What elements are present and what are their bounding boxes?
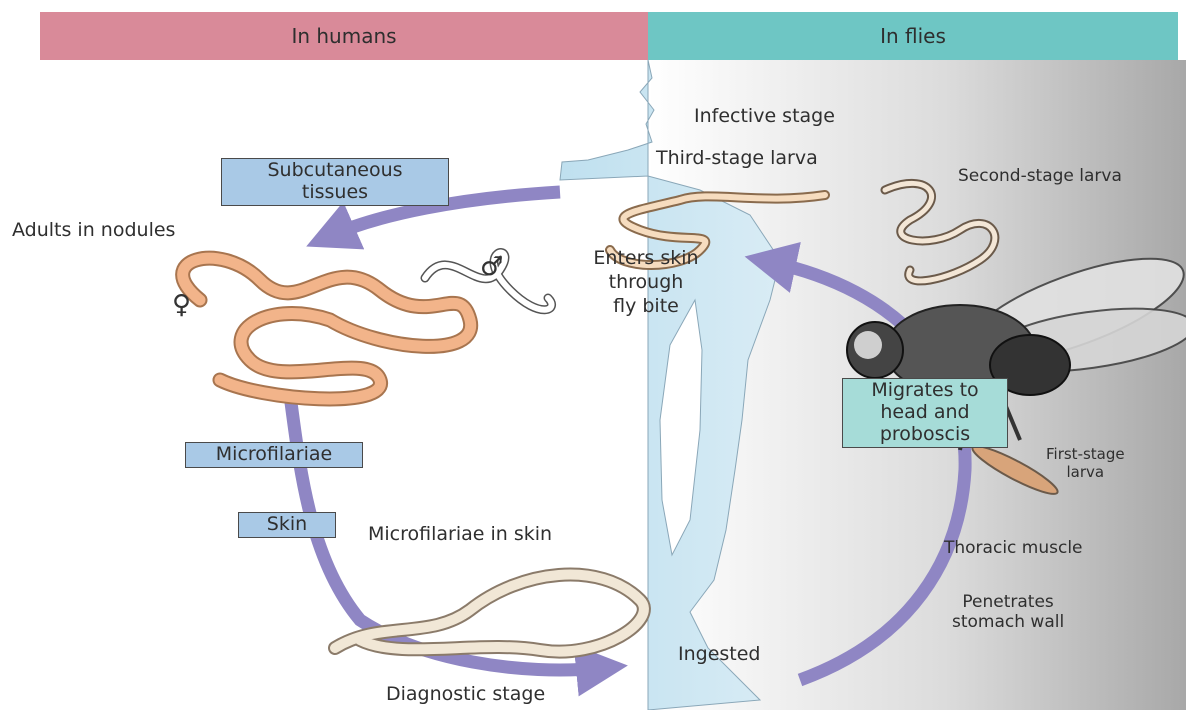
label-penetrates-stomach-wall: Penetrates stomach wall: [952, 592, 1064, 632]
label-adults-in-nodules: Adults in nodules: [12, 218, 175, 242]
header-in-humans: In humans: [40, 12, 648, 60]
label-enters-skin: Enters skin through fly bite: [586, 246, 706, 318]
label-second-stage-larva: Second-stage larva: [958, 164, 1122, 188]
migrates-line-3: proboscis: [843, 423, 1007, 445]
subcutaneous-line-2: tissues: [222, 181, 448, 203]
label-ingested: Ingested: [678, 642, 761, 666]
box-migrates-to-head: Migrates to head and proboscis: [842, 378, 1008, 448]
box-microfilariae: Microfilariae: [185, 442, 363, 468]
migrates-line-2: head and: [843, 401, 1007, 423]
female-symbol-icon: ♀: [172, 290, 191, 320]
penetrates-line-2: stomach wall: [952, 612, 1064, 632]
label-thoracic-muscle: Thoracic muscle: [944, 536, 1083, 560]
first-stage-line-2: larva: [1046, 463, 1125, 481]
enters-skin-line-1: Enters skin: [586, 246, 706, 270]
label-first-stage-larva: First-stage larva: [1046, 445, 1125, 481]
label-infective-stage: Infective stage: [694, 104, 835, 128]
migrates-line-1: Migrates to: [843, 379, 1007, 401]
enters-skin-line-3: fly bite: [586, 294, 706, 318]
subcutaneous-line-1: Subcutaneous: [222, 159, 448, 181]
header-in-flies: In flies: [648, 12, 1178, 60]
enters-skin-line-2: through: [586, 270, 706, 294]
box-subcutaneous-tissues: Subcutaneous tissues: [221, 158, 449, 206]
microfilaria-worm: [335, 575, 644, 652]
label-microfilariae-in-skin: Microfilariae in skin: [368, 522, 552, 546]
penetrates-line-1: Penetrates: [952, 592, 1064, 612]
label-third-stage-larva: Third-stage larva: [656, 146, 818, 170]
label-diagnostic-stage: Diagnostic stage: [386, 682, 545, 706]
first-stage-line-1: First-stage: [1046, 445, 1125, 463]
male-symbol-icon: ♂: [480, 252, 503, 282]
box-skin: Skin: [238, 512, 336, 538]
